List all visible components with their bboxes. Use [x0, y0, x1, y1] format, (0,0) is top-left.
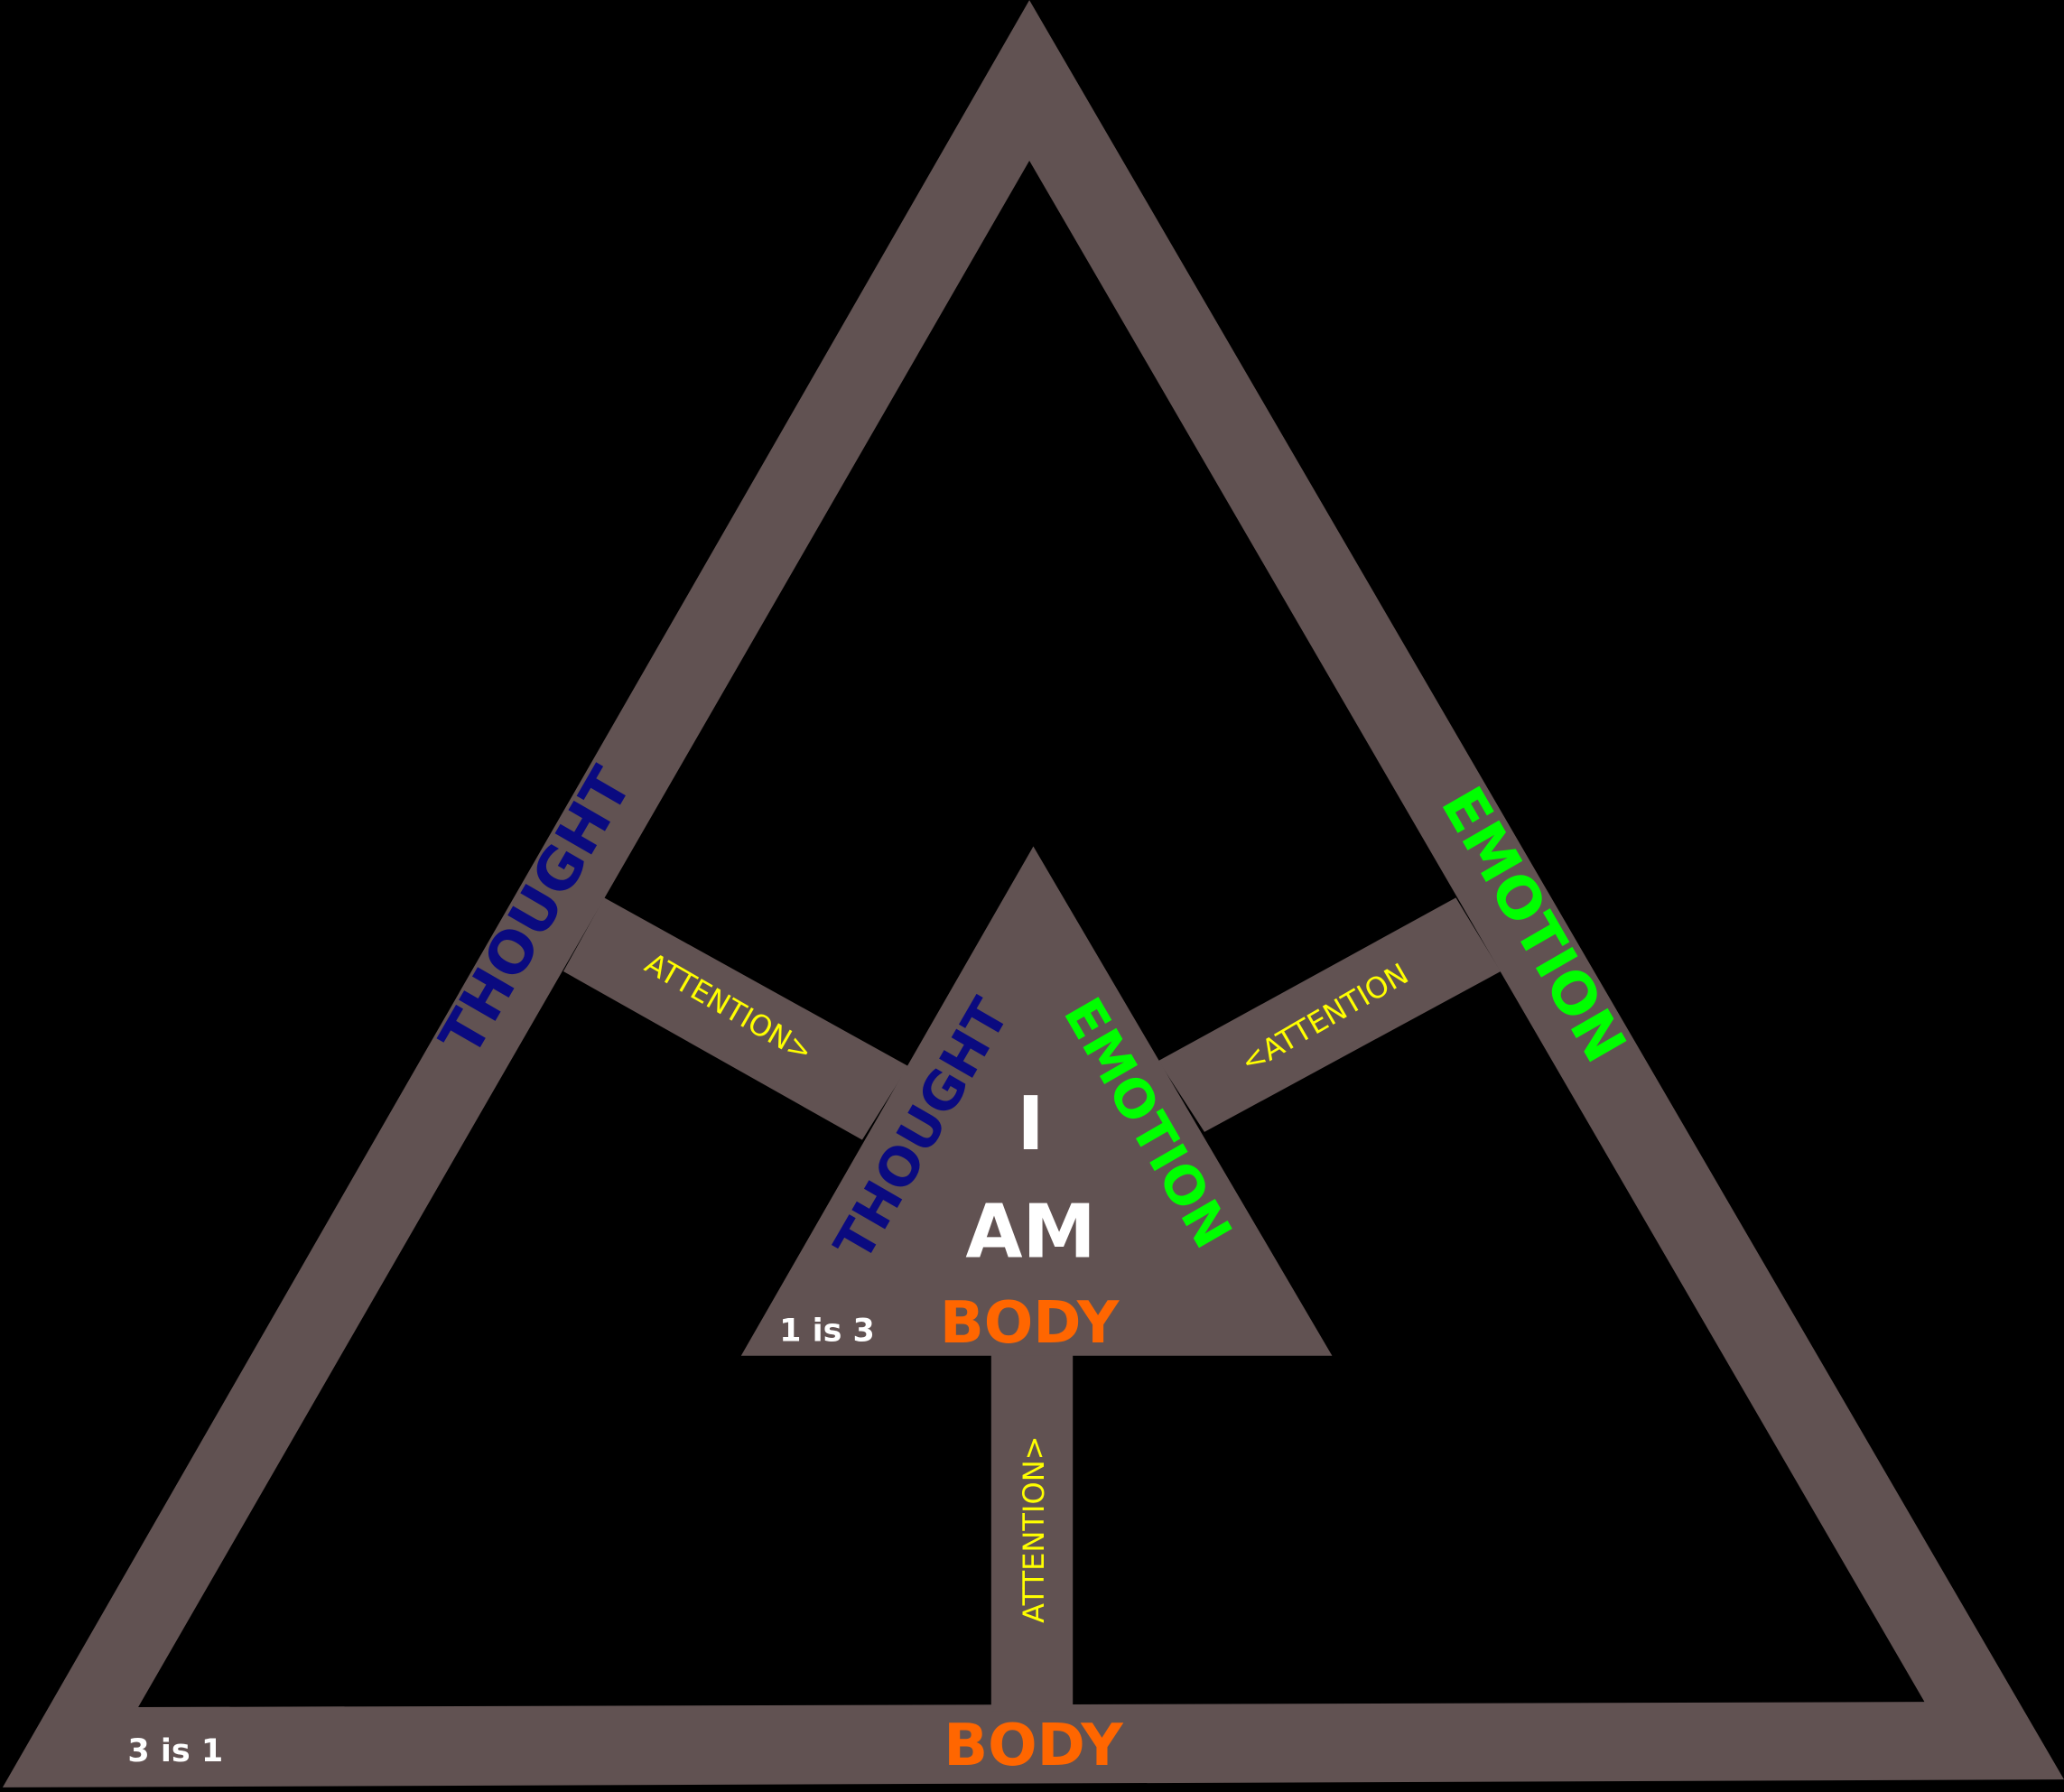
right-attention-connector: [1158, 897, 1502, 1132]
inner-body-label: BODY: [940, 1289, 1120, 1357]
bottom-attention-label: ATTENTION>: [1017, 1435, 1051, 1622]
inner-center-am: AM: [965, 1189, 1095, 1275]
left-attention-connector: [562, 897, 908, 1140]
bottom-attention-connector: [990, 1349, 1074, 1712]
inner-triangle: [740, 846, 1333, 1356]
outer-corner-label: 3 is 1: [127, 1733, 223, 1769]
inner-corner-label: 1 is 3: [779, 1314, 875, 1350]
outer-body-label: BODY: [944, 1712, 1124, 1779]
inner-center-i: I: [1017, 1082, 1044, 1167]
